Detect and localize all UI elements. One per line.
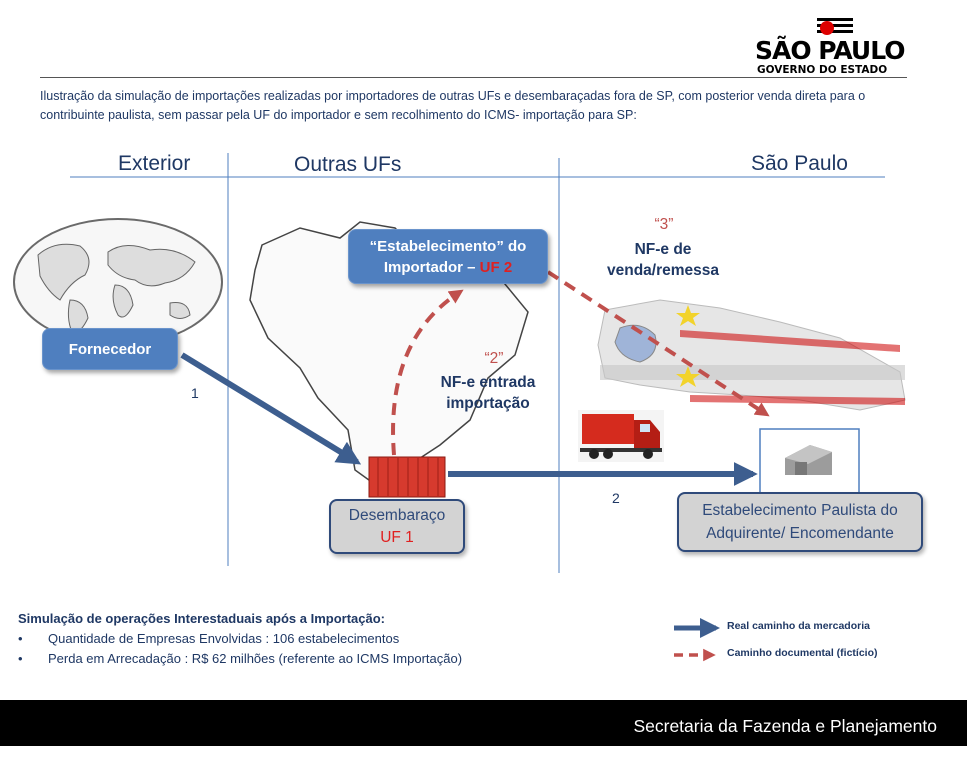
- arrow-doc-3: [546, 270, 770, 417]
- bullet-icon: •: [18, 651, 23, 666]
- logo-line2: GOVERNO DO ESTADO: [757, 64, 888, 76]
- doc-2-label: NF-e entrada importação: [426, 372, 550, 414]
- doc-3-label: NF-e de venda/remessa: [598, 239, 728, 281]
- logo: SÃO PAULO GOVERNO DO ESTADO: [755, 18, 906, 76]
- header-rule: [40, 77, 907, 78]
- column-sao-paulo: São Paulo: [751, 152, 848, 175]
- notes-item-2: • Perda em Arrecadação : R$ 62 milhões (r…: [18, 651, 462, 666]
- notes-title: Simulação de operações Interestaduais ap…: [18, 611, 386, 626]
- footer-text: Secretaria da Fazenda e Planejamento: [633, 716, 937, 736]
- notes-item-2-text: Perda em Arrecadação : R$ 62 milhões (re…: [48, 651, 463, 666]
- notes-item-1: • Quantidade de Empresas Envolvidas : 106…: [18, 631, 399, 646]
- bullet-icon: •: [18, 631, 23, 646]
- doc-3-number: “3”: [654, 216, 674, 233]
- node-desembaraco: Desembaraço UF 1: [329, 499, 465, 554]
- notes-item-1-text: Quantidade de Empresas Envolvidas : 106 …: [48, 631, 400, 646]
- truck-icon: [578, 410, 664, 462]
- paulista-line2: Adquirente/ Encomendante: [706, 525, 894, 542]
- desembaraco-line1: Desembaraço: [348, 506, 446, 524]
- warehouse-icon: [759, 428, 860, 494]
- doc-2-number: “2”: [484, 350, 504, 367]
- arrow-doc-2: [391, 289, 464, 456]
- brazil-map-icon: [249, 221, 529, 489]
- node-fornecedor: Fornecedor: [42, 328, 178, 370]
- sp-flag-stripes-icon: [817, 18, 853, 35]
- legend-real: Real caminho da mercadoria: [727, 620, 870, 632]
- world-map-icon: [13, 218, 223, 346]
- step-1-label: 1: [191, 385, 199, 401]
- column-exterior: Exterior: [118, 152, 191, 175]
- logo-line1: SÃO PAULO: [755, 36, 906, 65]
- importador-label: Importador –: [383, 258, 480, 276]
- importador-line2: Importador – UF 2: [384, 257, 512, 278]
- node-importador: “Estabelecimento” do Importador – UF 2: [348, 229, 548, 284]
- doc-2-line2: importação: [446, 395, 530, 412]
- sp-state-map-icon: [597, 299, 906, 411]
- doc-2-line1: NF-e entrada: [440, 374, 536, 391]
- arrow-real-1: [180, 352, 362, 465]
- doc-3-line1: NF-e de: [634, 241, 692, 258]
- desembaraco-uf: UF 1: [380, 528, 414, 546]
- importador-uf: UF 2: [479, 258, 513, 276]
- step-2-label: 2: [612, 490, 620, 506]
- importador-line1: “Estabelecimento” do: [369, 237, 527, 255]
- paulista-line1: Estabelecimento Paulista do: [702, 502, 898, 519]
- container-icon: [368, 456, 446, 498]
- subtitle: Ilustração da simulação de importações r…: [40, 89, 866, 122]
- column-outras-ufs: Outras UFs: [294, 153, 402, 176]
- footer-bar: [0, 700, 967, 746]
- legend-doc: Caminho documental (fictício): [727, 647, 878, 659]
- doc-3-line2: venda/remessa: [606, 262, 720, 279]
- node-estabelecimento-paulista: Estabelecimento Paulista do Adquirente/ …: [677, 492, 923, 552]
- diagram-canvas: [13, 153, 906, 662]
